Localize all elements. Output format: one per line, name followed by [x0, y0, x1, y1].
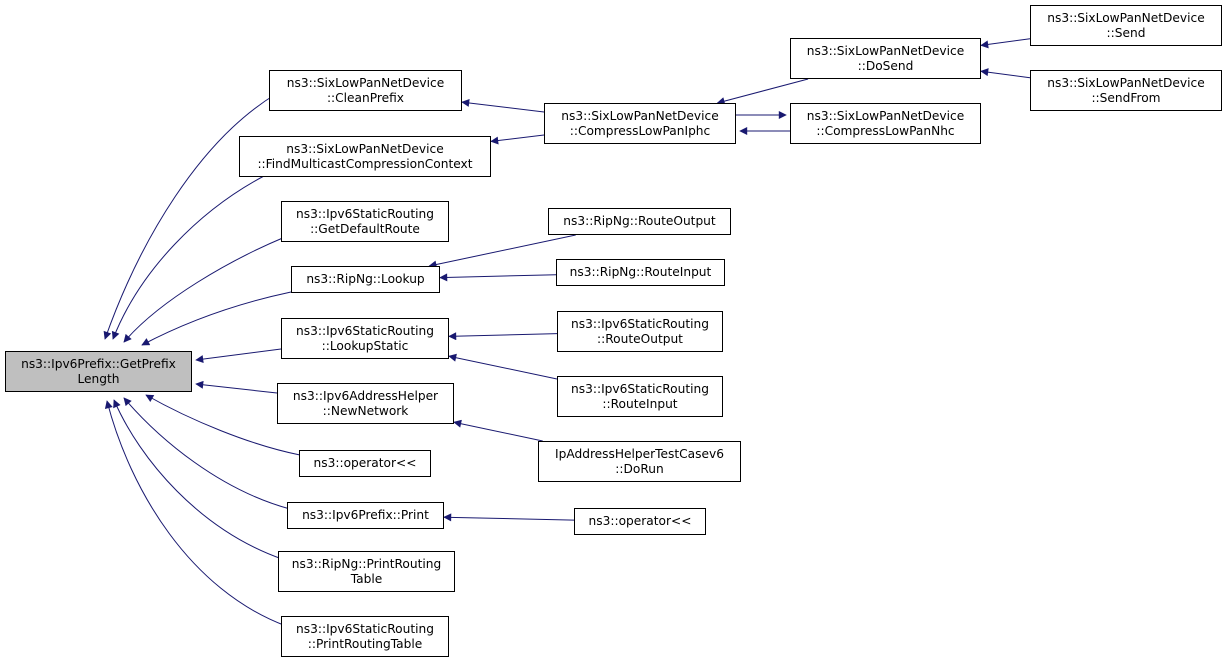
node-operator2[interactable]: ns3::operator<<: [574, 508, 706, 535]
edge-sendfrom-to-dosend: [980, 68, 1031, 79]
node-ripngrouteinput[interactable]: ns3::RipNg::RouteInput: [556, 259, 725, 286]
node-send[interactable]: ns3::SixLowPanNetDevice::Send: [1030, 5, 1222, 46]
node-label-line: ns3::Ipv6AddressHelper: [292, 388, 439, 403]
node-testcase[interactable]: IpAddressHelperTestCasev6::DoRun: [538, 441, 741, 482]
node-label-line: ns3::RipNg::RouteOutput: [563, 214, 716, 228]
edge-staticrouteoutput-to-lookupstatic: [448, 332, 558, 341]
node-label-line: ::Send: [1106, 25, 1146, 40]
node-label-line: ::DoSend: [857, 58, 914, 73]
node-newnetwork[interactable]: ns3::Ipv6AddressHelper::NewNetwork: [277, 383, 454, 424]
node-label-line: ns3::SixLowPanNetDevice: [1047, 10, 1205, 25]
node-ripnglookup[interactable]: ns3::RipNg::Lookup: [291, 266, 440, 293]
node-compressiphc[interactable]: ns3::SixLowPanNetDevice::CompressLowPanI…: [544, 103, 736, 144]
node-label-line: ns3::operator<<: [313, 456, 417, 470]
edge-send-to-dosend: [980, 38, 1031, 49]
edge-staticprinttable-to-root: [104, 400, 287, 627]
node-label-line: Table: [350, 571, 383, 586]
edge-operator2-to-prefixprint: [443, 513, 575, 522]
node-label-line: ns3::Ipv6StaticRouting: [571, 381, 709, 396]
edge-ripngrouteoutput-to-ripnglookup: [428, 234, 576, 269]
edge-testcase-to-newnetwork: [453, 419, 543, 442]
node-label-line: ::CleanPrefix: [326, 90, 405, 105]
edge-newnetwork-to-root: [195, 380, 278, 394]
node-staticrouteoutput[interactable]: ns3::Ipv6StaticRouting::RouteOutput: [557, 311, 723, 352]
edge-prefixprint-to-root: [123, 397, 291, 510]
edge-dosend-to-compressiphc: [716, 78, 809, 106]
node-label-line: ::CompressLowPanNhc: [816, 123, 955, 138]
node-label-line: ns3::SixLowPanNetDevice: [1047, 75, 1205, 90]
node-prefixprint[interactable]: ns3::Ipv6Prefix::Print: [287, 502, 444, 529]
node-operator1[interactable]: ns3::operator<<: [299, 450, 431, 477]
node-compressnhc[interactable]: ns3::SixLowPanNetDevice::CompressLowPanN…: [790, 103, 981, 144]
node-label-line: ns3::RipNg::Lookup: [306, 272, 425, 286]
node-sendfrom[interactable]: ns3::SixLowPanNetDevice::SendFrom: [1030, 70, 1222, 111]
node-label-line: ns3::Ipv6StaticRouting: [296, 323, 434, 338]
node-lookupstatic[interactable]: ns3::Ipv6StaticRouting::LookupStatic: [281, 318, 449, 359]
node-label-line: IpAddressHelperTestCasev6: [555, 446, 724, 461]
edge-ripngrouteinput-to-ripnglookup: [439, 273, 557, 282]
node-label-line: ::RouteInput: [602, 396, 678, 411]
edge-operator1-to-root: [145, 394, 301, 456]
edge-staticrouteinput-to-lookupstatic: [448, 353, 558, 380]
node-findmulticast[interactable]: ns3::SixLowPanNetDevice::FindMulticastCo…: [239, 136, 491, 177]
edge-cleanprefix-to-root: [103, 93, 277, 340]
node-getdefaultroute[interactable]: ns3::Ipv6StaticRouting::GetDefaultRoute: [281, 201, 449, 242]
node-ripngrouteoutput[interactable]: ns3::RipNg::RouteOutput: [548, 208, 731, 235]
edge-ripngprinttable-to-root: [113, 399, 283, 560]
node-label-line: ns3::SixLowPanNetDevice: [806, 108, 965, 123]
node-label-line: ns3::RipNg::PrintRouting: [291, 556, 442, 571]
node-staticprinttable[interactable]: ns3::Ipv6StaticRouting::PrintRoutingTabl…: [281, 616, 449, 657]
edge-compressiphc-to-cleanprefix: [461, 98, 545, 113]
node-label-line: ::PrintRoutingTable: [307, 636, 423, 651]
node-label-line: ns3::operator<<: [588, 514, 692, 528]
node-label-line: ::DoRun: [615, 461, 664, 476]
node-label-line: Length: [77, 371, 120, 386]
node-label-line: ns3::SixLowPanNetDevice: [806, 43, 965, 58]
node-label-line: ::FindMulticastCompressionContext: [257, 156, 473, 171]
edge-compressiphc-to-findmulticast: [490, 134, 545, 145]
node-label-line: ::CompressLowPanIphc: [569, 123, 711, 138]
node-label-line: ::SendFrom: [1091, 90, 1161, 105]
node-label-line: ns3::SixLowPanNetDevice: [286, 75, 445, 90]
node-label-line: ns3::SixLowPanNetDevice: [286, 141, 444, 156]
edge-getdefaultroute-to-root: [123, 236, 286, 343]
node-label-line: ns3::SixLowPanNetDevice: [561, 108, 719, 123]
node-cleanprefix[interactable]: ns3::SixLowPanNetDevice::CleanPrefix: [269, 70, 462, 111]
node-label-line: ::LookupStatic: [321, 338, 409, 353]
node-label-line: ns3::Ipv6StaticRouting: [571, 316, 709, 331]
edge-lookupstatic-to-root: [195, 348, 282, 364]
node-label-line: ns3::RipNg::RouteInput: [569, 265, 712, 279]
edge-ripnglookup-to-root: [141, 291, 292, 346]
edge-findmulticast-to-root: [111, 175, 265, 340]
node-label-line: ::RouteOutput: [597, 331, 683, 346]
node-label-line: ns3::Ipv6Prefix::GetPrefix: [21, 356, 176, 371]
node-label-line: ns3::Ipv6Prefix::Print: [302, 508, 429, 522]
node-label-line: ns3::Ipv6StaticRouting: [296, 621, 434, 636]
node-staticrouteinput[interactable]: ns3::Ipv6StaticRouting::RouteInput: [557, 376, 723, 417]
node-dosend[interactable]: ns3::SixLowPanNetDevice::DoSend: [790, 38, 981, 79]
node-label-line: ::GetDefaultRoute: [310, 221, 420, 236]
node-label-line: ns3::Ipv6StaticRouting: [296, 206, 434, 221]
node-label-line: ::NewNetwork: [322, 403, 409, 418]
